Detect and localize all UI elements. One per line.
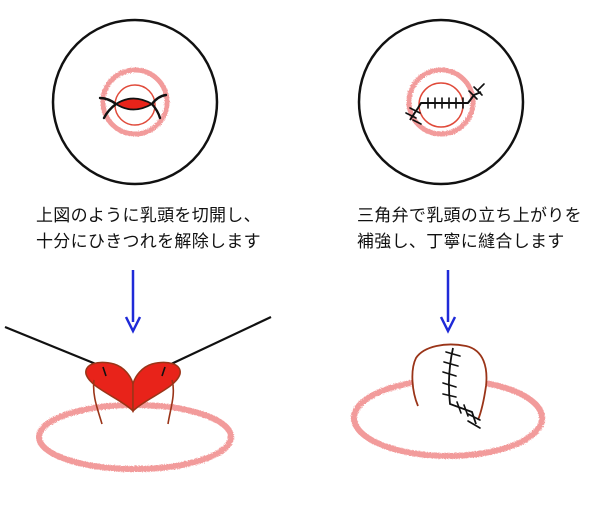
areola-left <box>100 67 170 137</box>
opened-flap-right <box>132 361 181 413</box>
caption-right: 三角弁で乳頭の立ち上がりを 補強し、丁寧に縫合します <box>357 203 582 255</box>
opened-flap-left <box>85 361 134 413</box>
incision-opening-left <box>114 97 154 111</box>
suture-stitches-right <box>405 83 485 125</box>
areola-right <box>406 67 476 137</box>
incision-line-left <box>98 93 168 120</box>
nipple-wall-right <box>167 379 175 425</box>
arrow-right <box>439 270 457 334</box>
caption-left: 上図のように乳頭を切開し、 十分にひきつれを解除します <box>36 203 261 255</box>
caption-right-line2: 補強し、丁寧に縫合します <box>357 232 565 252</box>
suture-line-vertical <box>448 347 477 425</box>
incision-stub-marks <box>102 366 166 377</box>
suture-stitches-vertical <box>442 351 481 429</box>
areola-ring-bottom-left <box>36 402 234 472</box>
suture-line-right <box>409 91 482 121</box>
breast-top-left <box>51 18 219 186</box>
opened-nipple-side-view <box>4 316 272 472</box>
arrow-left <box>124 270 142 334</box>
breast-top-right <box>357 18 525 186</box>
caption-right-line1: 三角弁で乳頭の立ち上がりを <box>357 206 582 226</box>
caption-left-line1: 上図のように乳頭を切開し、 <box>36 206 261 226</box>
caption-left-line2: 十分にひきつれを解除します <box>36 232 261 252</box>
sutured-nipple-side-view <box>351 343 545 459</box>
nipple-wall-left <box>92 379 103 425</box>
breast-outline-right <box>357 18 525 186</box>
breast-outline-left <box>51 18 219 186</box>
